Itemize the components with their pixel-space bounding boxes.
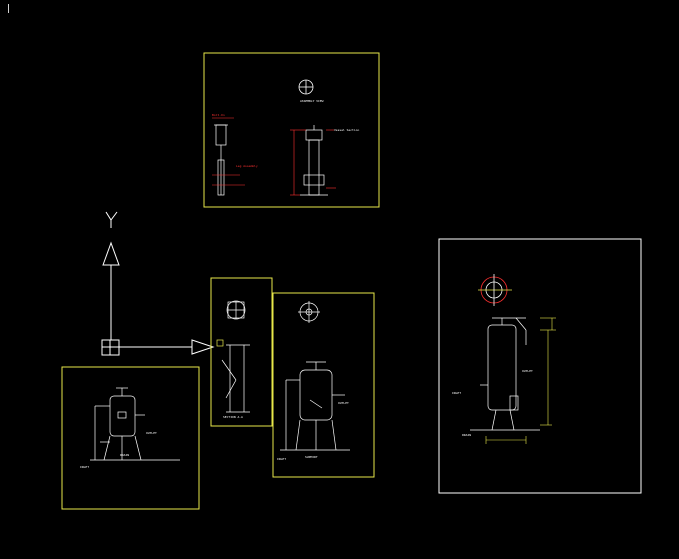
label-drain: DRAIN [120, 453, 129, 457]
label-inlet-3: INLET [452, 391, 461, 395]
label-inlet-2: INLET [277, 457, 286, 461]
label-outlet-2: OUTLET [338, 401, 349, 405]
sheet-top-center[interactable]: ASSEMBLY VIEW Bolt-On Leg Assembly [203, 52, 380, 208]
plan-view-flange-icon-2 [478, 274, 512, 306]
section-detail-icon [226, 300, 246, 320]
sheet-far-right[interactable]: OUTLET INLET DRAIN [438, 238, 642, 494]
label-drain-3: DRAIN [462, 433, 471, 437]
section-elevation-drawing [216, 339, 250, 413]
label-inlet: INLET [80, 465, 89, 469]
ucs-y-label-stroke-2 [110, 211, 118, 221]
ucs-y-arrow [102, 241, 120, 266]
label-vessel-section: Vessel Section [334, 128, 359, 132]
vessel-section-drawing [280, 361, 350, 451]
label-outlet: OUTLET [146, 431, 157, 435]
plan-view-flange-icon [298, 79, 314, 95]
vessel-elevation-drawing-2 [470, 317, 540, 431]
ucs-x-arrow [191, 339, 215, 355]
label-support: SUPPORT [305, 455, 318, 459]
label-leg-assembly: Leg Assembly [236, 164, 258, 168]
ucs-icon [101, 211, 215, 356]
sheet-left-bottom[interactable]: OUTLET INLET DRAIN [61, 366, 200, 510]
far-right-dimensions [485, 317, 556, 444]
ucs-y-label-stroke-1 [105, 211, 112, 221]
sheet-middle-right[interactable]: OUTLET INLET SUPPORT [272, 292, 375, 478]
sheet-middle-narrow[interactable]: SECTION A-A [210, 277, 273, 427]
label-assembly-view: ASSEMBLY VIEW [300, 99, 324, 103]
label-outlet-3: OUTLET [522, 369, 533, 373]
crosshair-cursor [8, 4, 9, 13]
plan-view-icon [298, 301, 320, 323]
left-elevation-drawing [214, 124, 228, 196]
right-elevation-dimensions [290, 129, 336, 196]
left-elevation-annotations [212, 117, 245, 186]
label-section-a-a: SECTION A-A [223, 415, 243, 419]
right-elevation-drawing [300, 125, 328, 196]
label-bolt-on: Bolt-On [212, 113, 225, 117]
vessel-elevation-drawing [90, 387, 180, 461]
